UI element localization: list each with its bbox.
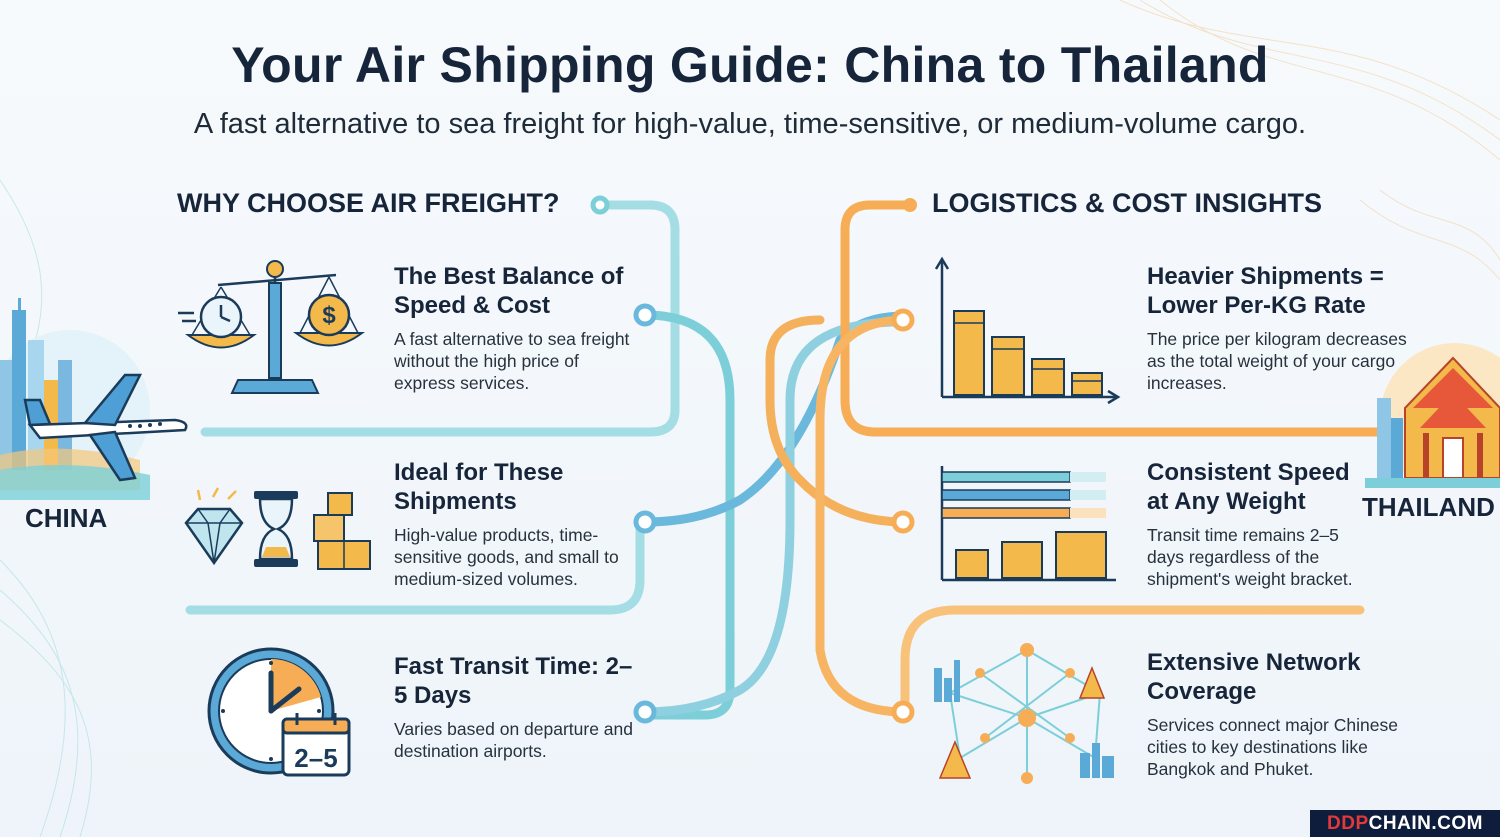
right-card-1-title: Heavier Shipments = Lower Per-KG Rate (1147, 263, 1384, 319)
destination-label: THAILAND (1362, 492, 1495, 522)
calendar-text: 2–5 (294, 743, 337, 773)
left-card-1: The Best Balance of Speed & Cost A fast … (394, 262, 634, 394)
right-card-1: Heavier Shipments = Lower Per-KG Rate Th… (1147, 262, 1427, 394)
right-connector-lines (765, 200, 1385, 717)
right-card-3: Extensive Network Coverage Services conn… (1147, 648, 1427, 780)
right-card-3-title: Extensive Network Coverage (1147, 649, 1361, 705)
right-section-heading: LOGISTICS & COST INSIGHTS (932, 188, 1323, 218)
descending-bar-chart-icon (934, 256, 1121, 405)
right-card-1-body: The price per kilogram decreases as the … (1147, 329, 1407, 393)
left-card-2-body: High-value products, time-sensitive good… (394, 525, 619, 589)
page-title: Your Air Shipping Guide: China to Thaila… (231, 37, 1269, 93)
left-connector-lines (185, 200, 910, 720)
left-card-3-title: Fast Transit Time: 2–5 Days (394, 653, 633, 709)
origin-label: CHINA (25, 503, 108, 533)
left-card-1-body: A fast alternative to sea freight withou… (394, 329, 630, 393)
brand-part-1: DDP (1327, 813, 1369, 834)
shipment-types-icon (184, 487, 371, 570)
network-icon (934, 643, 1114, 784)
right-card-3-body: Services connect major Chinese cities to… (1147, 715, 1398, 779)
left-card-2: Ideal for These Shipments High-value pro… (394, 458, 629, 590)
balance-scale-icon: $ (178, 260, 365, 394)
page-subtitle: A fast alternative to sea freight for hi… (193, 108, 1307, 140)
left-card-3: Fast Transit Time: 2–5 Days Varies based… (394, 652, 634, 762)
thailand-temple-skyline-icon (1365, 343, 1500, 488)
left-card-1-title: The Best Balance of Speed & Cost (394, 263, 624, 319)
left-card-2-title: Ideal for These Shipments (394, 459, 564, 515)
corner-wave-decoration (1119, 0, 1500, 281)
right-card-2-body: Transit time remains 2–5 days regardless… (1147, 525, 1353, 589)
right-card-2: Consistent Speed at Any Weight Transit t… (1147, 458, 1367, 590)
svg-text:$: $ (322, 302, 336, 329)
clock-calendar-icon: 2–5 (207, 647, 351, 777)
left-card-3-body: Varies based on departure and destinatio… (394, 719, 634, 761)
brand-part-2: CHAIN.COM (1368, 813, 1483, 834)
china-skyline-plane-icon (0, 298, 188, 500)
brand-watermark: DDPCHAIN.COM (1310, 810, 1500, 837)
connector-nodes (590, 195, 917, 724)
right-card-2-title: Consistent Speed at Any Weight (1147, 459, 1350, 515)
left-section-heading: WHY CHOOSE AIR FREIGHT? (177, 188, 560, 218)
equal-bars-icon (940, 466, 1116, 582)
